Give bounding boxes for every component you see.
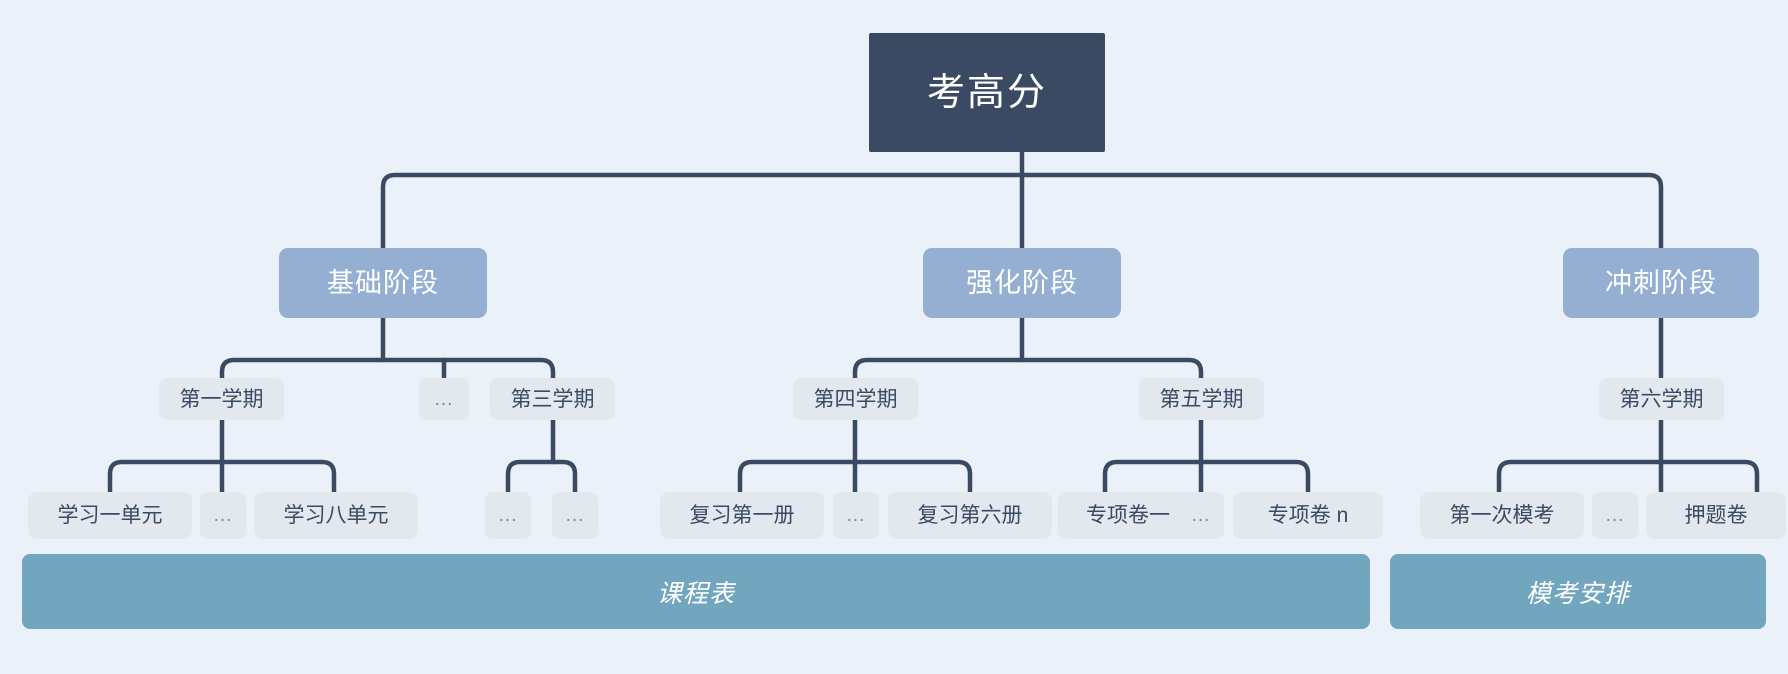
edge-term5-bus: [1102, 459, 1311, 495]
leaf-node-final-prediction-paper[interactable]: 押题卷: [1646, 492, 1786, 539]
leaf-node-unit-8[interactable]: 学习八单元: [254, 492, 418, 539]
leaf-node-special-paper-n[interactable]: 专项卷 n: [1233, 492, 1383, 539]
leaf-node-ellipsis-term3-a[interactable]: ...: [485, 492, 531, 539]
root-node-kao-gao-fen[interactable]: 考高分: [869, 33, 1105, 152]
leaf-node-ellipsis-term1[interactable]: ...: [200, 492, 246, 539]
term-node-third-semester[interactable]: 第三学期: [490, 378, 615, 420]
stage-node-jichu[interactable]: 基础阶段: [279, 248, 487, 318]
leaf-node-first-mock-exam[interactable]: 第一次模考: [1420, 492, 1584, 539]
bar-mock-exam-arrangement[interactable]: 模考安排: [1390, 554, 1766, 629]
edge-term3-bus: [505, 459, 578, 495]
leaf-node-unit-1[interactable]: 学习一单元: [28, 492, 192, 539]
stage-node-chongci[interactable]: 冲刺阶段: [1563, 248, 1759, 318]
term-node-fourth-semester[interactable]: 第四学期: [793, 378, 918, 420]
stage-node-qianghua[interactable]: 强化阶段: [923, 248, 1121, 318]
edge-term1-bus: [107, 459, 337, 495]
leaf-node-ellipsis-term4[interactable]: ...: [833, 492, 879, 539]
term-node-sixth-semester[interactable]: 第六学期: [1599, 378, 1724, 420]
bar-course-schedule[interactable]: 课程表: [22, 554, 1370, 629]
edge-term4-bus: [737, 459, 973, 495]
edge-term6-bus: [1496, 459, 1760, 495]
leaf-node-review-book-1[interactable]: 复习第一册: [660, 492, 824, 539]
term-node-ellipsis-stage1[interactable]: ...: [419, 378, 469, 420]
term-node-first-semester[interactable]: 第一学期: [159, 378, 284, 420]
term-node-fifth-semester[interactable]: 第五学期: [1139, 378, 1264, 420]
leaf-node-review-book-6[interactable]: 复习第六册: [888, 492, 1052, 539]
leaf-node-ellipsis-term5[interactable]: ...: [1178, 492, 1224, 539]
edge-root-bus: [380, 172, 1664, 251]
leaf-node-ellipsis-term3-b[interactable]: ...: [552, 492, 598, 539]
leaf-node-special-paper-1[interactable]: 专项卷一: [1058, 492, 1198, 539]
leaf-node-ellipsis-term6[interactable]: ...: [1592, 492, 1638, 539]
